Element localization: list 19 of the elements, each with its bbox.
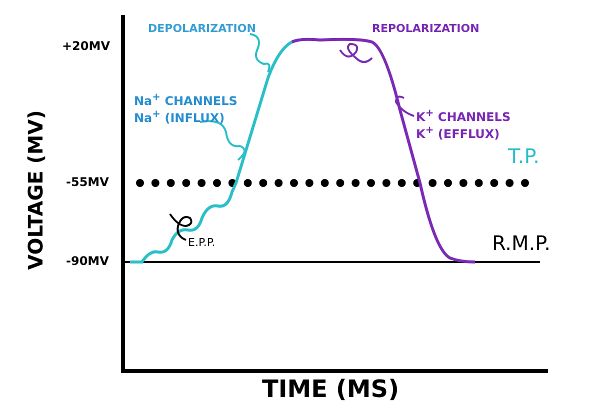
potential-label: E.P.P.: [188, 237, 216, 250]
channel-label: K$^{+}$ CHANNELS: [416, 108, 511, 125]
axis-title: VOLTAGE (MV): [24, 110, 48, 270]
channel-label: Na$^{+}$ (INFLUX): [134, 108, 226, 126]
channel-label: K$^{+}$ (EFFLUX): [416, 124, 501, 142]
leader-line: [339, 43, 373, 63]
phase-label: DEPOLARIZATION: [148, 23, 256, 36]
leader-line: [250, 33, 270, 72]
potential-label: R.M.P.: [492, 232, 550, 255]
leader-line: [395, 96, 414, 117]
tick-label: -55MV: [66, 176, 109, 190]
phase-label: REPOLARIZATION: [372, 23, 480, 36]
tick-label: -90MV: [66, 255, 109, 269]
tick-label: +20MV: [62, 40, 110, 54]
leader-line: [200, 120, 246, 161]
axis-title: TIME (MS): [262, 376, 400, 404]
threshold-label: T.P.: [508, 145, 540, 168]
channel-label: Na$^{+}$ CHANNELS: [134, 92, 238, 109]
leader-line: [169, 213, 192, 241]
